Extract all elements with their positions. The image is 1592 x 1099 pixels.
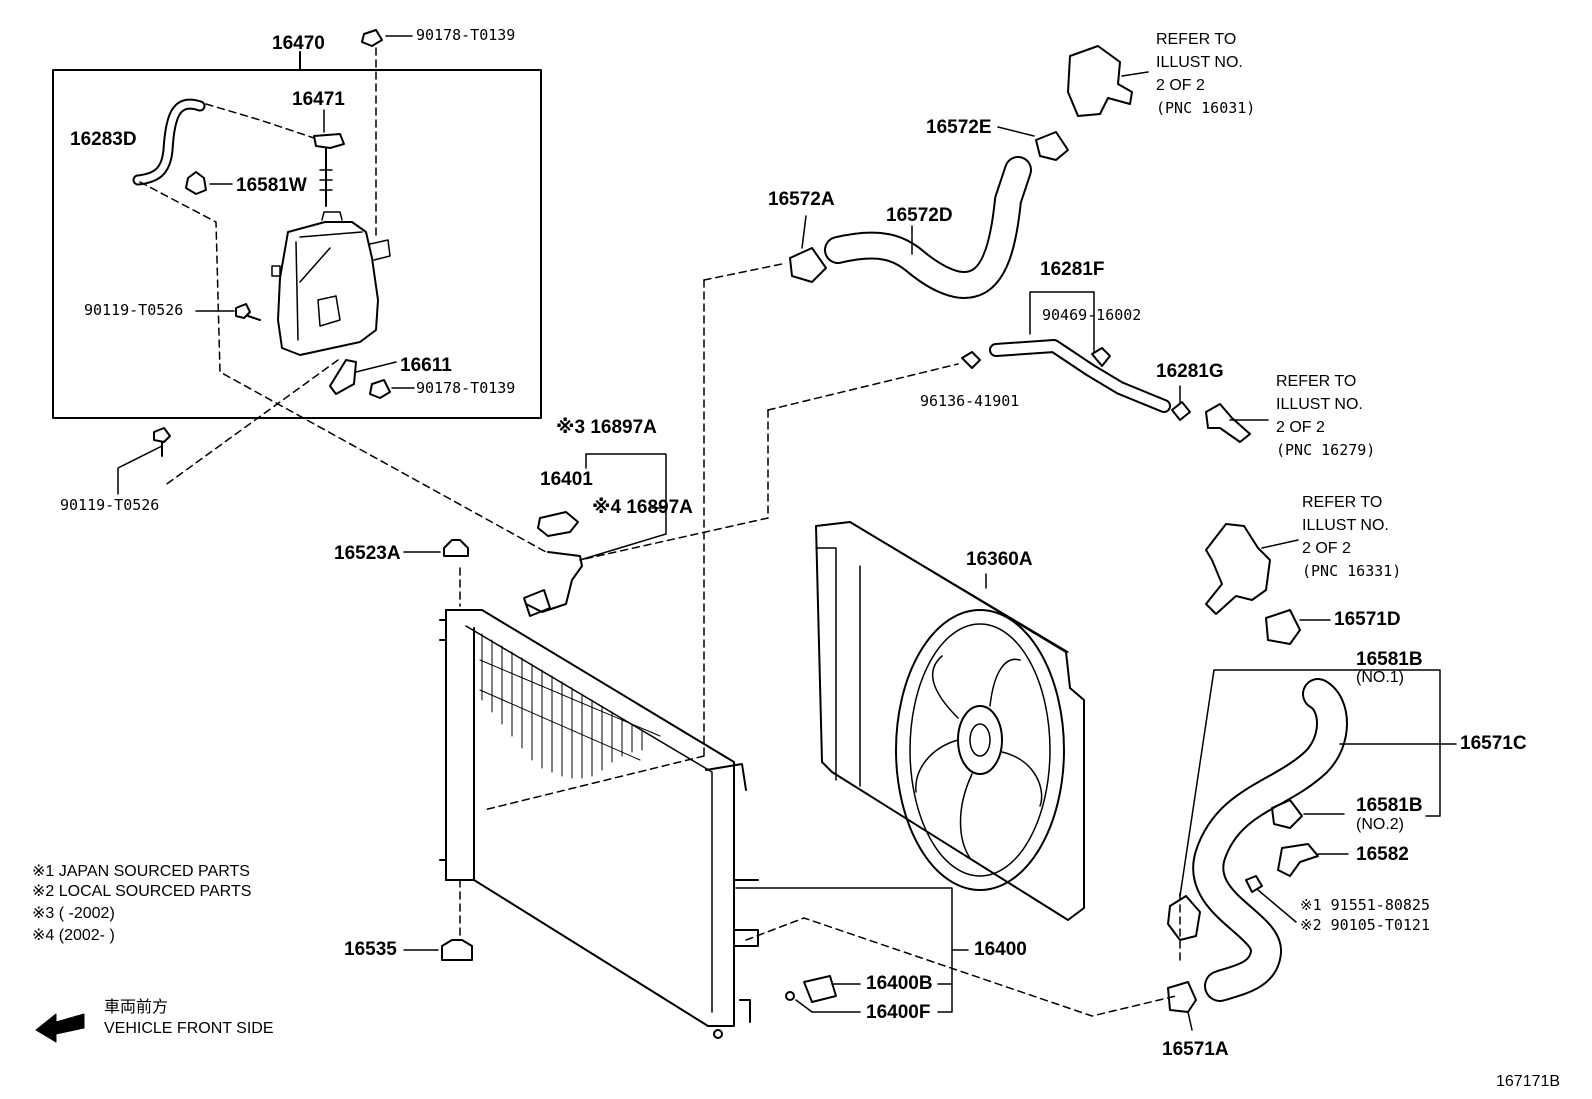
water-inlet — [1205, 523, 1299, 615]
clip-90469 — [1091, 347, 1111, 367]
label-16572e: 16572E — [926, 117, 992, 138]
lower-hose — [1192, 678, 1348, 1002]
label-90469: 90469-16002 — [1042, 306, 1142, 324]
label-16281f: 16281F — [1040, 259, 1105, 280]
label-16571a: 16571A — [1162, 1039, 1229, 1060]
label-90119-inner: 90119-T0526 — [84, 301, 184, 319]
illustration-id: 167171B — [1496, 1073, 1561, 1090]
refer-line: 2 OF 2 — [1276, 419, 1325, 436]
label-16471: 16471 — [292, 89, 345, 110]
label-16571d: 16571D — [1334, 609, 1401, 630]
dashed-leaders — [139, 47, 1181, 1017]
overflow-hose — [132, 98, 206, 186]
label-16581b-no1: 16581B — [1356, 649, 1423, 670]
legend-item-3: ※3 ( -2002) — [32, 905, 115, 922]
nut-top — [361, 29, 383, 47]
label-16572d: 16572D — [886, 205, 953, 226]
clamp-16572a — [789, 247, 827, 283]
radiator — [439, 609, 759, 1039]
label-16897a-4: ※4 16897A — [592, 497, 693, 518]
front-arrow — [35, 1013, 85, 1043]
water-outlet — [1067, 45, 1149, 117]
bracket-16611 — [329, 359, 357, 395]
refer-pnc: (PNC 16279) — [1276, 441, 1376, 459]
cushion-lower — [403, 939, 473, 961]
legend-item-4: ※4 (2002- ) — [32, 927, 115, 944]
drain-cock — [785, 975, 861, 1013]
label-16611: 16611 — [400, 355, 452, 376]
label-16535: 16535 — [344, 939, 397, 960]
direction-jp: 車両前方 — [104, 999, 169, 1016]
refer-pnc: (PNC 16331) — [1302, 562, 1402, 580]
refer-line: ILLUST NO. — [1302, 517, 1389, 534]
bracket-16582 — [1277, 843, 1319, 877]
reservoir-tank — [271, 211, 391, 356]
reservoir-cap — [313, 109, 345, 207]
pipe-16279 — [1205, 403, 1251, 443]
label-90178-top: 90178-T0139 — [416, 26, 516, 44]
refer-line: 2 OF 2 — [1302, 540, 1351, 557]
fan-shroud — [815, 521, 1085, 921]
bolt-outer — [117, 427, 171, 495]
radiator-cap — [537, 511, 579, 537]
label-16897a-3: ※3 16897A — [556, 417, 657, 438]
clamp-16571d — [1265, 609, 1301, 645]
label-16400f: 16400F — [866, 1002, 931, 1023]
refer-line: REFER TO — [1302, 494, 1383, 511]
label-16581b-no2: 16581B — [1356, 795, 1423, 816]
label-16283d: 16283D — [70, 129, 137, 150]
label-90119-outer: 90119-T0526 — [60, 496, 160, 514]
direction-en: VEHICLE FRONT SIDE — [104, 1020, 274, 1037]
label-16581w: 16581W — [236, 175, 307, 196]
label-16470: 16470 — [272, 33, 325, 54]
refer-note-16031: REFER TO ILLUST NO. 2 OF 2 (PNC 16031) — [1156, 28, 1255, 120]
clip-16581w — [185, 171, 207, 195]
clip-96136 — [961, 351, 981, 369]
label-91551: ※1 91551-80825 — [1300, 896, 1430, 914]
upper-hose — [824, 156, 1032, 299]
label-16401: 16401 — [540, 469, 593, 490]
refer-note-16279: REFER TO ILLUST NO. 2 OF 2 (PNC 16279) — [1276, 370, 1375, 462]
legend-item-1: ※1 JAPAN SOURCED PARTS — [32, 863, 250, 880]
clamp-16572e — [1035, 131, 1069, 161]
label-16582: 16582 — [1356, 844, 1409, 865]
refer-line: REFER TO — [1156, 31, 1237, 48]
legend-item-2: ※2 LOCAL SOURCED PARTS — [32, 883, 252, 900]
refer-line: REFER TO — [1276, 373, 1357, 390]
label-16400: 16400 — [974, 939, 1027, 960]
clamp-16581b-no2 — [1271, 799, 1303, 829]
filler-neck — [523, 551, 583, 617]
cushion-upper — [403, 539, 469, 557]
refer-line: ILLUST NO. — [1156, 54, 1243, 71]
label-90105: ※2 90105-T0121 — [1300, 916, 1430, 934]
refer-line: 2 OF 2 — [1156, 77, 1205, 94]
label-16571c: 16571C — [1460, 733, 1527, 754]
label-16581b-no1-sub: (NO.1) — [1356, 669, 1404, 686]
label-16281g: 16281G — [1156, 361, 1224, 382]
refer-line: ILLUST NO. — [1276, 396, 1363, 413]
label-90178-bottom: 90178-T0139 — [416, 379, 516, 397]
reservoir-group-box — [52, 51, 542, 419]
bolt-inner — [195, 303, 261, 321]
refer-pnc: (PNC 16031) — [1156, 99, 1256, 117]
bypass-hose — [989, 291, 1171, 413]
clip-16281g — [1171, 401, 1191, 421]
refer-note-16331: REFER TO ILLUST NO. 2 OF 2 (PNC 16331) — [1302, 491, 1401, 583]
label-16523a: 16523A — [334, 543, 401, 564]
clamp-16581b-no1 — [1167, 895, 1201, 941]
clamp-16571a — [1167, 981, 1197, 1013]
label-16360a: 16360A — [966, 549, 1033, 570]
label-16400b: 16400B — [866, 973, 933, 994]
label-16581b-no2-sub: (NO.2) — [1356, 816, 1404, 833]
label-96136: 96136-41901 — [920, 392, 1020, 410]
label-16572a: 16572A — [768, 189, 835, 210]
radiator-fins — [479, 633, 661, 779]
nut-bottom — [369, 379, 391, 399]
bolt-91551 — [1245, 875, 1263, 893]
